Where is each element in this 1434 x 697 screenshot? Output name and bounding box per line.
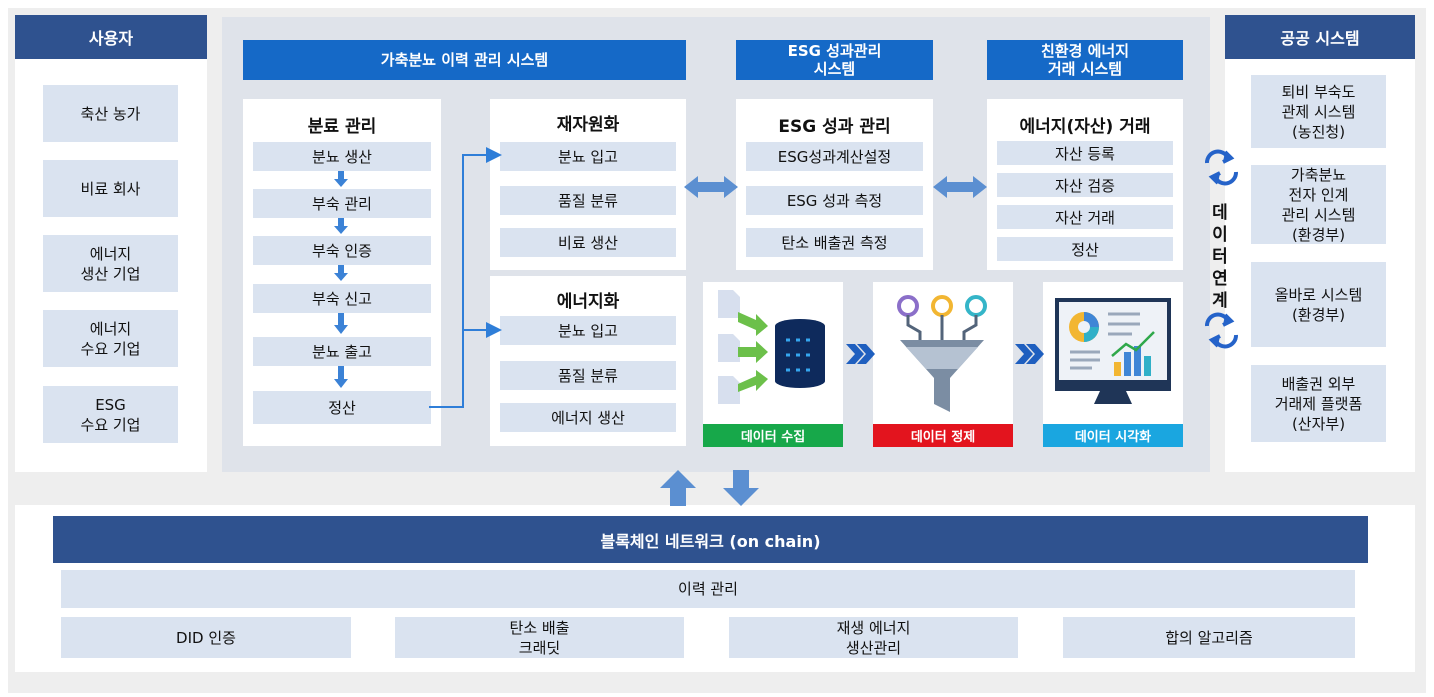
pipeline-chevrons (846, 344, 1044, 364)
history-management: 이력 관리 (61, 570, 1355, 608)
recycling-item: 분뇨 입고 (500, 142, 676, 171)
sync-icon (1205, 149, 1238, 186)
settlement-connector (429, 147, 502, 408)
data-visualize-icon (1055, 298, 1171, 404)
double-arrow-icon (933, 176, 987, 198)
energization-title: 에너지화 (556, 292, 620, 312)
data-link-char: 연 (1212, 269, 1228, 289)
manure-system-header: 가축분뇨 이력 관리 시스템 (243, 40, 686, 80)
energization-item: 분뇨 입고 (500, 316, 676, 345)
down-arrow-icon (334, 218, 348, 234)
manure-step: 분뇨 출고 (253, 337, 431, 366)
data-collect-icon (718, 290, 825, 404)
energization-item: 품질 분류 (500, 361, 676, 390)
trade-item: 자산 거래 (997, 205, 1173, 229)
public-manure-transfer: 가축분뇨 전자 인계 관리 시스템 (환경부) (1251, 165, 1386, 244)
up-arrow-icon (660, 470, 696, 506)
public-header: 공공 시스템 (1225, 15, 1415, 59)
trade-item: 정산 (997, 237, 1173, 261)
step-down-arrows (334, 171, 348, 388)
manure-management-title: 분료 관리 (307, 117, 377, 137)
recycling-item: 품질 분류 (500, 186, 676, 215)
chevron-right-icon (857, 344, 875, 364)
down-arrow-icon (334, 171, 348, 187)
trade-item: 자산 등록 (997, 141, 1173, 165)
module-renewable-production: 재생 에너지 생산관리 (729, 617, 1018, 658)
blockchain-header: 블록체인 네트워크 (on chain) (53, 516, 1368, 563)
public-allbaro: 올바로 시스템 (환경부) (1251, 262, 1386, 347)
recycling-title: 재자원화 (556, 115, 620, 135)
double-arrow-icon (684, 176, 738, 198)
esg-title: ESG 성과 관리 (778, 117, 891, 137)
down-arrow-icon (334, 366, 348, 388)
esg-item: ESG 성과 측정 (746, 186, 923, 215)
chevron-right-icon (846, 344, 864, 364)
module-did-auth: DID 인증 (61, 617, 351, 658)
data-refine-icon (897, 295, 987, 412)
bidirectional-arrows (684, 176, 987, 198)
esg-item: ESG성과계산설정 (746, 142, 923, 171)
manure-step: 분뇨 생산 (253, 142, 431, 171)
manure-step: 부숙 인증 (253, 236, 431, 265)
esg-item: 탄소 배출권 측정 (746, 228, 923, 257)
public-emission-platform: 배출권 외부 거래제 플랫폼 (산자부) (1251, 365, 1386, 442)
data-collect-label: 데이터 수집 (703, 424, 843, 447)
data-visualize-label: 데이터 시각화 (1043, 424, 1183, 447)
module-carbon-credit: 탄소 배출 크래딧 (395, 617, 684, 658)
energy-trade-title: 에너지(자산) 거래 (1019, 117, 1151, 137)
manure-step: 정산 (253, 391, 431, 424)
sync-icon (1205, 312, 1238, 349)
data-link-char: 이 (1212, 225, 1228, 245)
manure-step: 부숙 신고 (253, 284, 431, 313)
data-refine-label: 데이터 정제 (873, 424, 1013, 447)
user-livestock-farm: 축산 농가 (43, 85, 178, 142)
energy-trade-system-header: 친환경 에너지 거래 시스템 (987, 40, 1183, 80)
data-link-label: 데 이 터 연 계 (1208, 202, 1232, 312)
data-link-char: 터 (1212, 247, 1228, 267)
user-energy-consumer: 에너지 수요 기업 (43, 310, 178, 367)
down-arrow-icon (723, 470, 759, 506)
public-compost-monitoring: 퇴비 부숙도 관제 시스템 (농진청) (1251, 75, 1386, 148)
esg-system-header: ESG 성과관리 시스템 (736, 40, 933, 80)
users-header: 사용자 (15, 15, 207, 59)
chevron-right-icon (1026, 344, 1044, 364)
down-arrow-icon (334, 265, 348, 281)
energization-item: 에너지 생산 (500, 403, 676, 432)
user-fertilizer-company: 비료 회사 (43, 160, 178, 217)
manure-step: 부숙 관리 (253, 189, 431, 218)
chevron-right-icon (1015, 344, 1033, 364)
recycling-item: 비료 생산 (500, 228, 676, 257)
user-energy-producer: 에너지 생산 기업 (43, 235, 178, 292)
trade-item: 자산 검증 (997, 173, 1173, 197)
data-link-char: 계 (1212, 291, 1228, 311)
module-consensus: 합의 알고리즘 (1063, 617, 1355, 658)
data-link-char: 데 (1212, 203, 1228, 223)
down-arrow-icon (334, 313, 348, 334)
user-esg-consumer: ESG 수요 기업 (43, 386, 178, 443)
